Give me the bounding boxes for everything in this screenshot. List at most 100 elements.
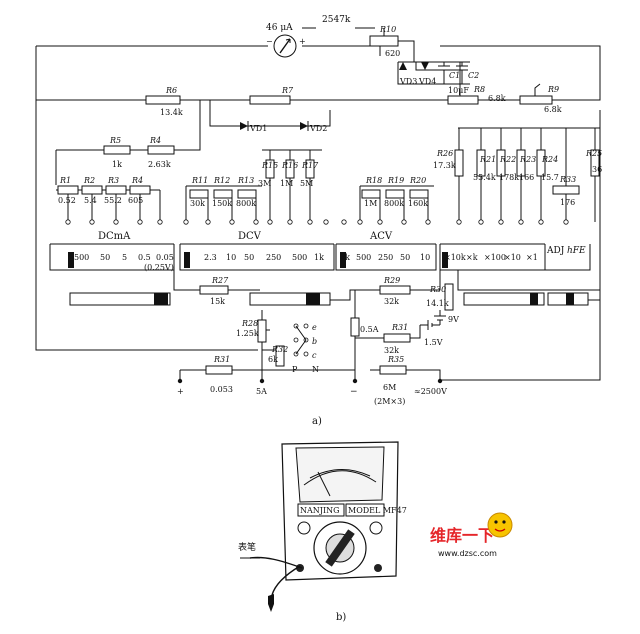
svg-text:R27: R27 bbox=[211, 276, 229, 285]
svg-text:×10: ×10 bbox=[504, 253, 521, 262]
probe-label: 表笔 bbox=[238, 541, 256, 553]
svg-text:×100: ×100 bbox=[484, 253, 506, 262]
svg-text:0.5: 0.5 bbox=[138, 253, 151, 262]
svg-text:R10: R10 bbox=[379, 25, 396, 34]
svg-text:R9: R9 bbox=[547, 85, 559, 94]
caption-b: b) bbox=[336, 612, 346, 623]
svg-text:1k: 1k bbox=[112, 160, 122, 169]
model-label: MODEL MF47 bbox=[348, 506, 407, 515]
svg-text:176: 176 bbox=[560, 198, 575, 207]
svg-text:R18: R18 bbox=[365, 176, 382, 185]
caption-a: a) bbox=[312, 416, 322, 427]
svg-text:800k: 800k bbox=[236, 199, 256, 208]
svg-text:5M: 5M bbox=[300, 179, 313, 188]
svg-text:800k: 800k bbox=[384, 199, 404, 208]
svg-text:R26: R26 bbox=[436, 149, 453, 158]
svg-text:R29: R29 bbox=[383, 276, 400, 285]
ohm-ticks: ×10k ×k ×100 ×10 ×1 bbox=[444, 253, 538, 262]
svg-text:R5: R5 bbox=[109, 136, 121, 145]
svg-text:30k: 30k bbox=[190, 199, 205, 208]
svg-text:6.8k: 6.8k bbox=[544, 105, 562, 114]
range-scales: DCmA DCV ACV ADJ hFE 500 50 5 0.5 0.05 (… bbox=[49, 231, 591, 272]
r6-r7: R6 13.4k R7 bbox=[145, 86, 294, 117]
hfe-label: hFE bbox=[567, 246, 586, 256]
svg-text:6k: 6k bbox=[268, 355, 278, 364]
svg-text:R6: R6 bbox=[165, 86, 177, 95]
svg-text:−: − bbox=[350, 387, 358, 397]
svg-text:0.52: 0.52 bbox=[58, 196, 76, 205]
svg-text:605: 605 bbox=[128, 196, 143, 205]
svg-text:R1: R1 bbox=[59, 176, 71, 185]
svg-text:×1: ×1 bbox=[526, 253, 538, 262]
acv-resistors: R18 R19 R20 1M 800k 160k bbox=[341, 176, 434, 225]
meter-current: 46 μA bbox=[266, 23, 293, 33]
svg-text:R15: R15 bbox=[261, 161, 278, 170]
svg-text:VD2: VD2 bbox=[309, 124, 327, 133]
svg-text:R35: R35 bbox=[387, 355, 404, 364]
svg-text:R31: R31 bbox=[213, 355, 230, 364]
svg-text:166: 166 bbox=[519, 173, 534, 182]
svg-text:17.3k: 17.3k bbox=[433, 161, 456, 170]
svg-text:50: 50 bbox=[100, 253, 110, 262]
watermark-url: www.dzsc.com bbox=[438, 549, 497, 558]
svg-text:10μF: 10μF bbox=[448, 86, 469, 95]
dcv-high-resistors: R15 R16 R17 3M 1M 5M bbox=[258, 149, 329, 225]
svg-text:R2: R2 bbox=[83, 176, 95, 185]
svg-text:R25: R25 bbox=[585, 149, 602, 158]
svg-text:VD3: VD3 bbox=[399, 77, 417, 86]
svg-text:5A: 5A bbox=[256, 387, 267, 396]
acv-ticks: 1k 500 250 50 10 bbox=[340, 253, 430, 262]
svg-text:R8: R8 bbox=[473, 85, 485, 94]
svg-text:R31: R31 bbox=[391, 323, 408, 332]
watermark-cn: 维库一下 bbox=[430, 526, 494, 545]
svg-text:R21: R21 bbox=[479, 155, 496, 164]
svg-text:32k: 32k bbox=[384, 297, 399, 306]
svg-text:15k: 15k bbox=[210, 297, 225, 306]
svg-text:1k: 1k bbox=[314, 253, 324, 262]
acv-title: ACV bbox=[369, 231, 393, 242]
svg-text:VD4: VD4 bbox=[418, 77, 436, 86]
diode-bridge: VD3 VD4 C1 C2 10μF bbox=[397, 61, 479, 95]
svg-text:R23: R23 bbox=[519, 155, 536, 164]
svg-text:250: 250 bbox=[378, 253, 393, 262]
svg-text:R20: R20 bbox=[409, 176, 426, 185]
svg-text:0.05: 0.05 bbox=[156, 253, 174, 262]
svg-text:2.3: 2.3 bbox=[204, 253, 217, 262]
svg-text:R3: R3 bbox=[107, 176, 119, 185]
shunt-chain: R1 R2 R3 R4 0.52 5.4 55.2 605 bbox=[56, 176, 163, 225]
svg-text:5.4: 5.4 bbox=[84, 196, 97, 205]
r5-r4: R5 1k R4 2.63k bbox=[55, 100, 201, 185]
dcv-resistors: R11 R12 R13 30k 150k 800k bbox=[183, 176, 262, 225]
svg-text:R19: R19 bbox=[387, 176, 404, 185]
lower-circuit: R27 15k R29 32k R30 14.1k R28 1.25k R32 … bbox=[173, 270, 601, 406]
svg-text:6.8k: 6.8k bbox=[488, 94, 506, 103]
svg-text:14.1k: 14.1k bbox=[426, 299, 449, 308]
svg-text:e: e bbox=[312, 323, 317, 332]
svg-text:VD1: VD1 bbox=[249, 124, 267, 133]
svg-text:R4: R4 bbox=[149, 136, 161, 145]
svg-text:13.4k: 13.4k bbox=[160, 108, 183, 117]
svg-text:×k: ×k bbox=[466, 253, 478, 262]
svg-text:R4: R4 bbox=[131, 176, 143, 185]
svg-text:R24: R24 bbox=[541, 155, 558, 164]
svg-text:5: 5 bbox=[122, 253, 127, 262]
svg-text:150k: 150k bbox=[212, 199, 232, 208]
svg-text:36: 36 bbox=[592, 165, 602, 174]
svg-text:50: 50 bbox=[244, 253, 254, 262]
dcma-title: DCmA bbox=[98, 231, 131, 242]
svg-text:−: − bbox=[266, 37, 273, 46]
svg-text:9V: 9V bbox=[448, 315, 459, 324]
svg-text:≈2500V: ≈2500V bbox=[414, 387, 447, 396]
svg-text:+: + bbox=[177, 387, 184, 396]
svg-text:0.053: 0.053 bbox=[210, 385, 233, 394]
svg-text:55.4k: 55.4k bbox=[473, 173, 496, 182]
svg-text:b: b bbox=[312, 337, 317, 346]
svg-text:R13: R13 bbox=[237, 176, 254, 185]
svg-text:10: 10 bbox=[226, 253, 236, 262]
ohm-resistors: R26 17.3k R21 55.4k R22 178k R23 166 R24… bbox=[433, 127, 602, 225]
watermark: 维库一下 www.dzsc.com bbox=[430, 512, 513, 558]
dcma-ticks: 500 50 5 0.5 0.05 (0.25V) bbox=[74, 253, 174, 272]
svg-text:50: 50 bbox=[400, 253, 410, 262]
svg-text:0.5A: 0.5A bbox=[360, 325, 379, 334]
